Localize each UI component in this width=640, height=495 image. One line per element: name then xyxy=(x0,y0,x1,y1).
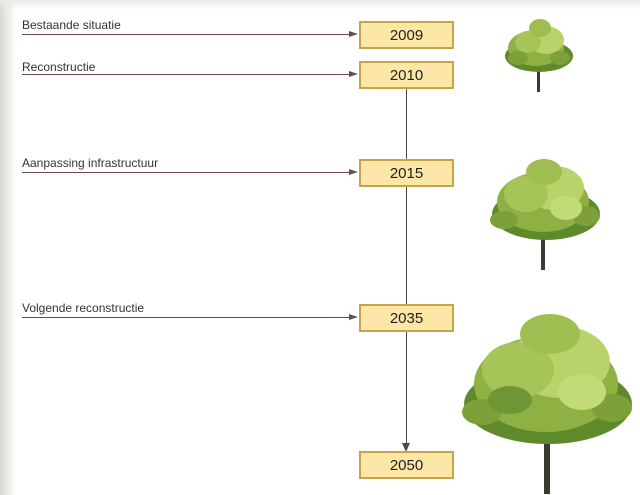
background-edge xyxy=(0,0,16,495)
event-label-bestaande-situatie: Bestaande situatie xyxy=(22,18,121,32)
arrow-right-icon xyxy=(349,314,358,320)
event-label-reconstructie: Reconstructie xyxy=(22,60,96,74)
year-box-2015: 2015 xyxy=(359,159,454,187)
connector-line-2035 xyxy=(22,317,352,318)
small-tree-icon xyxy=(505,19,573,92)
event-label-aanpassing-infrastructuur: Aanpassing infrastructuur xyxy=(22,156,159,170)
arrow-right-icon xyxy=(349,31,358,37)
background-top xyxy=(0,0,640,10)
year-box-2010: 2010 xyxy=(359,61,454,89)
medium-tree-icon xyxy=(490,159,600,270)
connector-line-2010 xyxy=(22,74,352,75)
timeline-axis xyxy=(406,86,407,446)
arrow-right-icon xyxy=(349,71,358,77)
year-box-2050: 2050 xyxy=(359,451,454,479)
event-label-volgende-reconstructie: Volgende reconstructie xyxy=(22,301,145,315)
connector-line-2015 xyxy=(22,172,352,173)
arrow-right-icon xyxy=(349,169,358,175)
large-tree-icon xyxy=(462,314,632,494)
connector-line-2009 xyxy=(22,34,352,35)
year-box-2035: 2035 xyxy=(359,304,454,332)
arrow-down-icon xyxy=(402,443,410,452)
year-box-2009: 2009 xyxy=(359,21,454,49)
